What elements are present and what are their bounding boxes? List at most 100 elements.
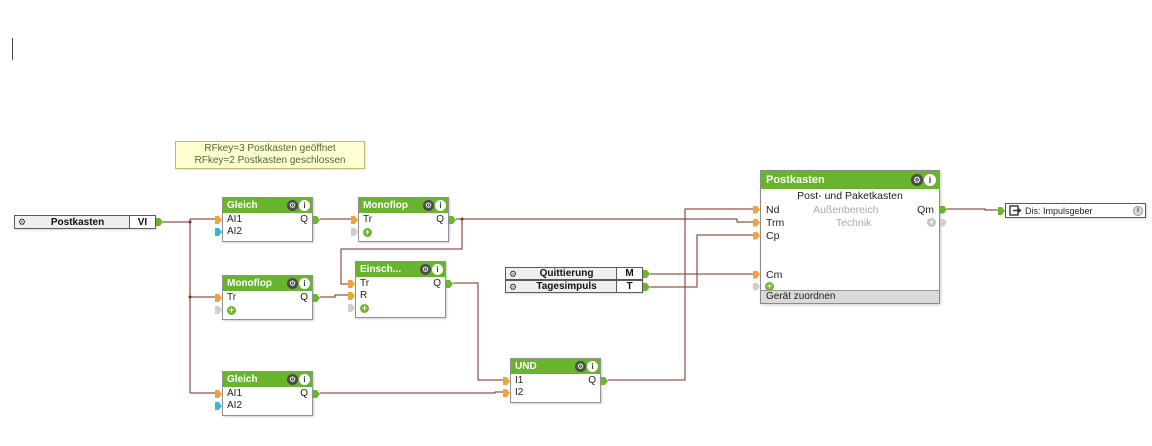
output-pin-q[interactable] [313, 216, 320, 224]
input-pin-unused[interactable] [351, 228, 358, 236]
device-subtitle: Post- und Paketkasten [797, 190, 903, 202]
input-ref-tag: M [616, 268, 642, 279]
input-pin-tr[interactable] [351, 216, 358, 224]
input-pin-ai2[interactable] [215, 228, 222, 236]
device-row: + [753, 281, 939, 292]
output-connector[interactable] [643, 270, 650, 278]
block-row: Tr Q [348, 278, 453, 290]
pin-label: Qm [917, 203, 934, 216]
info-icon[interactable]: i [299, 278, 310, 289]
wire-gleich2-to-und-i2[interactable] [320, 391, 503, 394]
input-pin-ai1[interactable] [215, 390, 222, 398]
block-header: Gleich ⚙ i [223, 198, 312, 213]
block-postkasten-device[interactable]: Postkasten ⚙ i Post- und Paketkasten Nd … [753, 170, 947, 304]
input-pin-nd[interactable] [753, 205, 760, 214]
gear-icon[interactable]: ⚙ [575, 361, 586, 372]
output-ref-dis-impulsgeber[interactable]: Dis: Impulsgeber i [998, 203, 1146, 218]
block-und[interactable]: UND ⚙ i I1 Q I2 [503, 358, 608, 403]
pin-label: AI1 [227, 388, 243, 399]
output-pin-q[interactable] [601, 377, 608, 385]
block-einschaltverzoegerung[interactable]: Einsch... ⚙ i Tr Q R + [348, 261, 453, 318]
wire-qm-to-dis[interactable] [947, 208, 998, 211]
info-icon[interactable]: i [299, 200, 310, 211]
add-input-button[interactable]: + [363, 226, 372, 237]
block-monoflop-2[interactable]: Monoflop ⚙ i Tr Q + [215, 275, 320, 320]
add-input-button[interactable]: + [227, 304, 236, 315]
input-pin-i1[interactable] [503, 377, 510, 385]
device-row: Cm [753, 268, 939, 281]
assign-device-button[interactable]: Gerät zuordnen [761, 290, 939, 303]
info-icon[interactable]: i [587, 361, 598, 372]
gear-icon[interactable]: ⚙ [287, 200, 298, 211]
pin-label: R [360, 290, 368, 301]
gear-icon[interactable]: ⚙ [18, 217, 27, 227]
info-icon[interactable]: i [435, 200, 446, 211]
device-row: Trm Technik + [753, 216, 947, 229]
info-icon[interactable]: i [299, 374, 310, 385]
input-pin-i2[interactable] [503, 389, 510, 397]
input-pin-tr[interactable] [215, 294, 222, 302]
input-ref-quittierung[interactable]: ⚙ Quittierung M [505, 267, 650, 280]
input-ref-postkasten-vi[interactable]: ⚙ Postkasten VI [14, 215, 163, 229]
output-pin-q[interactable] [449, 216, 456, 224]
device-category-label: Technik [835, 216, 872, 229]
pin-label: Trm [766, 216, 785, 229]
input-pin-unused[interactable] [215, 306, 222, 314]
device-room-label: Außenbereich [813, 203, 879, 216]
wire-junction [188, 295, 192, 299]
pin-label: AI2 [227, 226, 243, 237]
output-connector[interactable] [643, 283, 650, 291]
input-pin-trm[interactable] [753, 218, 760, 227]
gear-icon[interactable]: ⚙ [911, 174, 923, 186]
wire-und-to-nd[interactable] [608, 208, 753, 381]
input-pin-r[interactable] [348, 292, 355, 300]
block-row: R [348, 290, 445, 302]
info-icon[interactable]: i [1133, 205, 1143, 216]
pin-label: Q [433, 278, 441, 289]
block-row: Tr Q [351, 214, 456, 226]
add-input-button[interactable]: + [360, 302, 369, 313]
input-pin-ai2[interactable] [215, 402, 222, 410]
output-pin-q[interactable] [313, 294, 320, 302]
add-output-button[interactable]: + [927, 217, 936, 227]
output-pin-q[interactable] [446, 280, 453, 288]
device-row: Nd Außenbereich Qm [753, 203, 947, 216]
output-ref-label: Dis: Impulsgeber [1025, 205, 1093, 216]
info-icon[interactable]: i [432, 264, 443, 275]
gear-icon[interactable]: ⚙ [420, 264, 431, 275]
wire-tagesimpuls-to-cp[interactable] [650, 234, 753, 288]
pin-label: Cm [766, 268, 783, 281]
output-pin-qm[interactable] [940, 205, 947, 214]
gear-icon[interactable]: ⚙ [423, 200, 434, 211]
wire-branch-to-einschalt-tr[interactable] [340, 219, 463, 285]
page-margin-marker [12, 38, 13, 60]
input-connector[interactable] [998, 207, 1005, 215]
add-input-button[interactable]: + [765, 281, 774, 291]
block-gleich-1[interactable]: Gleich ⚙ i AI1 Q AI2 [215, 197, 320, 242]
gear-icon[interactable]: ⚙ [509, 268, 518, 279]
input-pin-unused[interactable] [753, 282, 760, 291]
output-pin-q[interactable] [313, 390, 320, 398]
wire-monoflop1-to-trm[interactable] [456, 218, 753, 223]
block-row: + [351, 226, 448, 238]
wire-monoflop2-to-einschalt-r[interactable] [320, 294, 348, 298]
comment-note[interactable]: RFkey=3 Postkasten geöffnet RFkey=2 Post… [175, 141, 365, 169]
gear-icon[interactable]: ⚙ [509, 281, 518, 292]
input-pin-ai1[interactable] [215, 216, 222, 224]
input-pin-unused[interactable] [348, 304, 355, 312]
input-ref-tagesimpuls[interactable]: ⚙ Tagesimpuls T [505, 280, 650, 293]
display-export-icon [1009, 205, 1022, 216]
input-pin-tr[interactable] [348, 280, 355, 288]
block-title: Einsch... [360, 264, 402, 275]
block-gleich-2[interactable]: Gleich ⚙ i AI1 Q AI2 [215, 371, 320, 416]
info-icon[interactable]: i [924, 174, 936, 186]
gear-icon[interactable]: ⚙ [287, 278, 298, 289]
gear-icon[interactable]: ⚙ [287, 374, 298, 385]
output-pin-unused[interactable] [940, 218, 947, 227]
wire-einschalt-to-und-i1[interactable] [453, 282, 503, 381]
output-connector[interactable] [156, 218, 163, 226]
input-pin-cm[interactable] [753, 270, 760, 279]
block-monoflop-1[interactable]: Monoflop ⚙ i Tr Q + [351, 197, 456, 242]
input-pin-cp[interactable] [753, 231, 760, 240]
